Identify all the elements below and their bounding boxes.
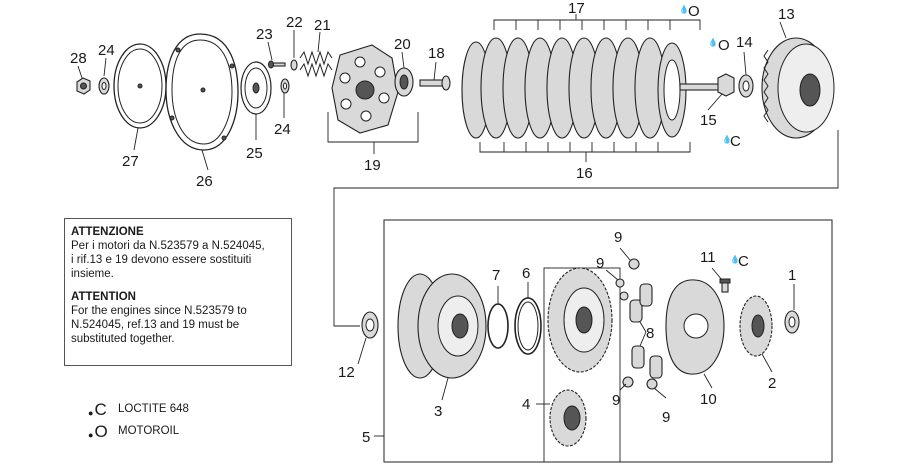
legend: ●C LOCTITE 648 ●O MOTOROIL (88, 398, 189, 442)
callout-26: 26 (196, 173, 213, 190)
bracket-17 (493, 19, 701, 30)
part-6-ring (514, 297, 542, 355)
legend-item-motoroil: ●O MOTOROIL (88, 420, 189, 442)
loctite-drop-icon: 💧 (730, 254, 740, 264)
part-12-washer (361, 311, 379, 339)
note-en-line: substituted together. (71, 333, 175, 345)
callout-8: 8 (646, 325, 654, 342)
part-10-plate (665, 279, 725, 375)
legend-item-loctite: ●C LOCTITE 648 (88, 398, 189, 420)
callout-10: 10 (700, 391, 717, 408)
oil-drop-icon: 💧 (708, 37, 718, 47)
part-14-washer (738, 74, 754, 98)
legend-label: LOCTITE 648 (118, 403, 189, 415)
part-28-nut (76, 77, 91, 95)
callout-1: 1 (788, 267, 796, 284)
oil-drop-icon: 💧 (679, 4, 689, 14)
part-23-pin (268, 60, 286, 69)
callout-3: 3 (434, 403, 442, 420)
callout-28: 28 (70, 50, 87, 67)
subassembly-box-4 (543, 267, 621, 463)
callout-11: 11 (700, 249, 716, 266)
callout-6: 6 (522, 265, 530, 282)
part-17-clutch-plates (461, 37, 687, 139)
callout-24: 24 (98, 42, 115, 59)
part-25-plate (240, 61, 272, 115)
callout-12: 12 (338, 364, 355, 381)
callout-4: 4 (522, 396, 530, 413)
part-26-clutch-cover (165, 33, 239, 151)
part-15-nut (717, 73, 735, 97)
part-20-bearing (394, 67, 414, 97)
callout-16: 16 (576, 165, 593, 182)
note-en-heading: ATTENTION (71, 291, 136, 303)
callout-20: 20 (394, 36, 411, 53)
note-en-line: For the engines since N.523579 to (71, 305, 247, 317)
part-18-pushrod (419, 75, 451, 91)
part-13-clutch-housing (761, 37, 835, 139)
note-en-line: N.524045, ref.13 and 19 must be (71, 319, 240, 331)
callout-5: 5 (362, 429, 370, 446)
callout-19: 19 (364, 157, 381, 174)
part-shaft (679, 83, 725, 91)
part-1-washer (784, 310, 800, 334)
part-9-pins (615, 258, 658, 390)
callout-9: 9 (612, 392, 620, 409)
marker-loctite-11: C (738, 253, 749, 270)
note-it-line: i rif.13 e 19 devono essere sostituiti (71, 254, 252, 266)
callout-13: 13 (778, 6, 795, 23)
bracket-16 (479, 142, 691, 153)
callout-27: 27 (122, 153, 139, 170)
part-7-oring (487, 303, 509, 349)
callout-14: 14 (736, 34, 753, 51)
callout-18: 18 (428, 45, 445, 62)
marker-oil-top: O (688, 3, 700, 20)
callout-21: 21 (314, 17, 331, 34)
callout-9: 9 (662, 409, 670, 426)
leader-lines (77, 14, 795, 437)
callout-17: 17 (568, 0, 585, 17)
marker-loctite-15: C (730, 133, 741, 150)
part-3-clutch-basket (397, 273, 487, 379)
callout-22: 22 (286, 14, 303, 31)
note-it-heading: ATTENZIONE (71, 226, 144, 238)
part-27-gasket (113, 43, 167, 129)
loctite-icon: ●C (88, 399, 107, 419)
connector-line (333, 130, 839, 327)
part-19-pressure-plate (331, 44, 399, 134)
legend-label: MOTOROIL (118, 425, 180, 437)
warning-note: ATTENZIONE Per i motori da N.523579 a N.… (64, 218, 292, 366)
callout-7: 7 (492, 267, 500, 284)
part-primary-gear (547, 267, 613, 373)
part-22-bush (290, 59, 298, 71)
callout-25: 25 (246, 145, 263, 162)
part-4-gear (549, 389, 587, 447)
part-8-springs (629, 283, 663, 379)
part-24-washer-right (280, 78, 290, 94)
callout-2: 2 (768, 375, 776, 392)
part-2-gear (739, 295, 773, 357)
callout-9: 9 (596, 255, 604, 272)
oil-icon: ●O (88, 421, 108, 441)
part-11-bolt (719, 278, 731, 293)
note-it-line: insieme. (71, 268, 114, 280)
loctite-drop-icon: 💧 (722, 134, 732, 144)
callout-24: 24 (274, 121, 291, 138)
part-24-washer-left (98, 77, 110, 95)
callout-15: 15 (700, 112, 717, 129)
part-21-springs (299, 50, 333, 78)
callout-23: 23 (256, 26, 273, 43)
callout-9: 9 (614, 229, 622, 246)
marker-oil-shaft: O (718, 37, 730, 54)
note-it-line: Per i motori da N.523579 a N.524045, (71, 240, 265, 252)
